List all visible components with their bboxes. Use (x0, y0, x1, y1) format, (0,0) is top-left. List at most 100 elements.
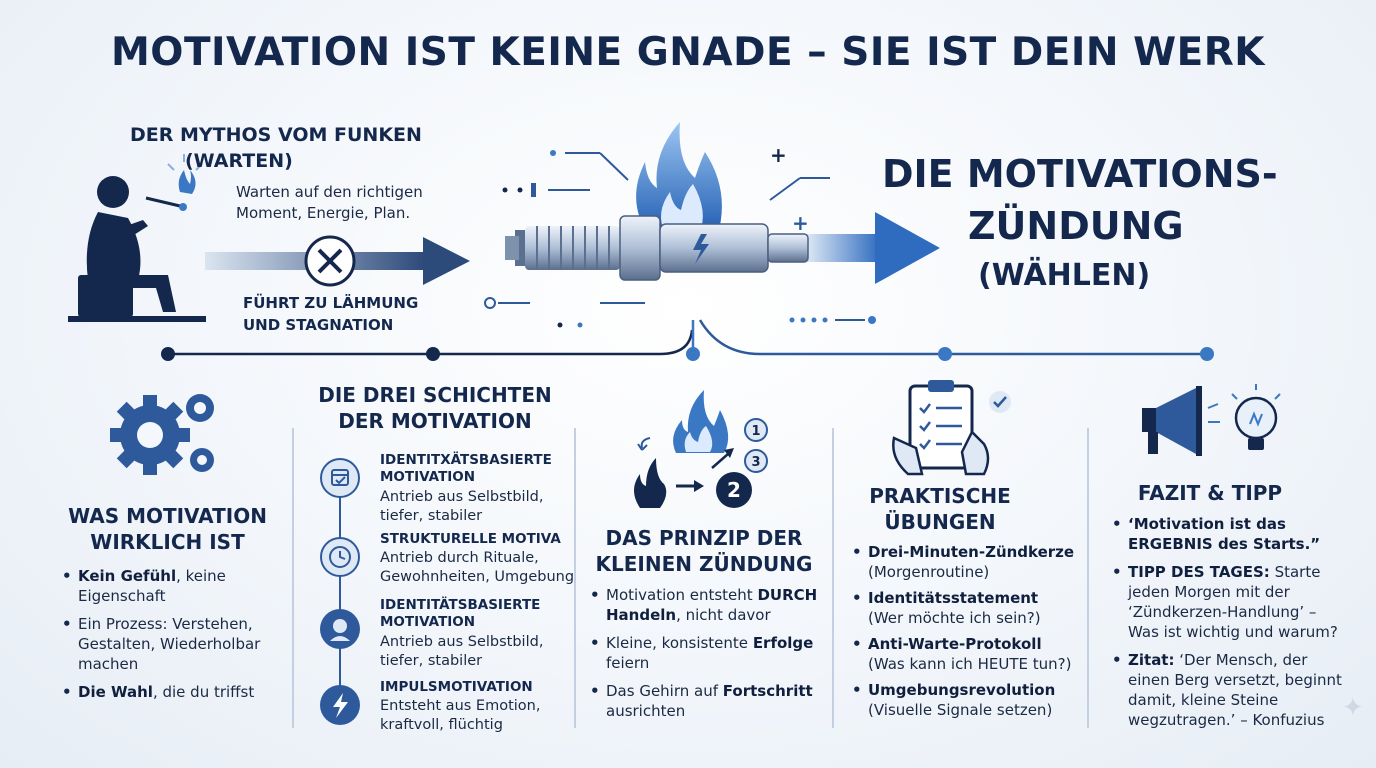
list-item-text: Kleine, konsistente (606, 634, 753, 652)
list-item: Drei-Minuten-Zündkerze (Morgenroutine) (852, 542, 1084, 582)
exercises-list: Drei-Minuten-Zündkerze (Morgenroutine) Id… (852, 542, 1084, 726)
exercises-title-line2: ÜBUNGEN (884, 510, 996, 534)
list-item: TIPP DES TAGES: Starte jeden Morgen mit … (1112, 562, 1344, 642)
quote-line1: ‘Motivation ist das (1128, 515, 1286, 533)
list-item: Kleine, konsistente Erfolge feiern (590, 633, 820, 673)
layers-title: DIE DREI SCHICHTEN DER MOTIVATION (300, 382, 570, 434)
list-item-text: Ein Prozess: Verstehen, Gestalten, Wiede… (78, 615, 261, 673)
principle-title-line1: DAS PRINZIP DER (605, 526, 803, 550)
ignition-title-line2: ZÜNDUNG (968, 204, 1184, 248)
sparkle-icon: ✦ (1342, 693, 1364, 723)
conclusion-title: FAZIT & TIPP (1137, 481, 1283, 505)
ignition-title-line1: DIE MOTIVATIONS- (882, 152, 1278, 196)
tip-text: Starte jeden Morgen mit der ‘Zündkerzen-… (1128, 563, 1338, 641)
principle-title-line2: KLEINEN ZÜNDUNG (595, 552, 813, 576)
list-item-text: (Visuelle Signale setzen) (868, 701, 1053, 719)
page-title: MOTIVATION IST KEINE GNADE – SIE IST DEI… (110, 30, 1266, 75)
megaphone-lightbulb-icon (1142, 384, 1281, 456)
list-item: Ein Prozess: Verstehen, Gestalten, Wiede… (62, 614, 277, 674)
list-item: Kein Gefühl, keine Eigenschaft (62, 566, 277, 606)
layer-item: IDENTITÄTSBASIERTE MOTIVATION Antrieb au… (320, 597, 580, 672)
layer-text: Entsteht aus Emotion, kraftvoll, flüchti… (380, 698, 541, 733)
ignition-subtitle: (WÄHLEN) (978, 258, 1151, 293)
spark-plug-icon (505, 122, 940, 284)
timeline-dot (426, 347, 440, 361)
list-item-text: , die du triffst (152, 683, 255, 701)
column-divider (1087, 428, 1089, 728)
list-item: Anti-Warte-Protokoll(Was kann ich HEUTE … (852, 634, 1084, 674)
tip-label: TIPP DES TAGES: (1128, 563, 1270, 581)
layer-text: Antrieb durch Rituale, Gewohnheiten, Umg… (380, 550, 575, 585)
step-number: 2 (727, 478, 741, 502)
layers-title-line1: DIE DREI SCHICHTEN (318, 383, 552, 407)
myth-title-line2: (WARTEN) (185, 150, 293, 172)
what-list: Kein Gefühl, keine Eigenschaft Ein Proze… (62, 566, 277, 710)
timeline-dot (161, 347, 175, 361)
list-item-text: Das Gehirn auf (606, 682, 723, 700)
layer-text: Antrieb aus Selbstbild, tiefer, stabiler (380, 489, 544, 524)
exercises-title: PRAKTISCHE ÜBUNGEN (845, 483, 1035, 535)
megaphone-icon (1142, 386, 1220, 456)
waiting-person-icon (68, 154, 206, 322)
list-item-text: feiern (606, 654, 650, 672)
list-item: Zitat: ‘Der Mensch, der einen Berg verse… (1112, 650, 1344, 730)
stagnation-text: FÜHRT ZU LÄHMUNG UND STAGNATION (243, 292, 418, 336)
column-divider (832, 428, 834, 728)
myth-text: Warten auf den richtigen Moment, Energie… (236, 182, 423, 224)
list-item: Motivation entsteht DURCH Handeln, nicht… (590, 585, 820, 625)
list-item-bold: Anti-Warte-Protokoll (868, 635, 1042, 653)
myth-title: DER MYTHOS VOM FUNKEN (WARTEN) (130, 122, 422, 174)
list-item-text: ausrichten (606, 702, 686, 720)
list-item-bold: Die Wahl (78, 683, 153, 701)
x-icon (316, 248, 317, 249)
calendar-check-icon (320, 458, 360, 498)
list-item-bold: Fortschritt (722, 682, 813, 700)
quote-line2: ERGEBNIS des Starts.” (1128, 535, 1321, 553)
layer-item: IDENTITXÄTSBASIERTE MOTIVATION Antrieb a… (320, 452, 580, 524)
list-item: Umgebungsrevolution (Visuelle Signale set… (852, 680, 1084, 720)
timeline-dot (1200, 347, 1214, 361)
person-head-icon (320, 609, 360, 649)
list-item-text: , keine Eigenschaft (78, 567, 226, 605)
stagnation-line1: FÜHRT ZU LÄHMUNG (243, 294, 419, 312)
layer-text: Antrieb aus Selbstbild, tiefer, stabiler (380, 634, 544, 669)
cite-label: Zitat: (1128, 651, 1175, 669)
timeline-dot (938, 347, 952, 361)
step-marker (716, 472, 752, 508)
layer-heading: STRUKTURELLE MOTIVA (380, 531, 561, 547)
list-item-bold: Drei-Minuten-Zündkerze (868, 543, 1075, 561)
layer-heading: IMPULSMOTIVATION (380, 679, 533, 695)
list-item-text: , nicht davor (676, 606, 771, 624)
list-item-text: (Morgenroutine) (868, 563, 990, 581)
clipboard-checklist-icon (892, 380, 1011, 476)
layers-title-line2: DER MOTIVATION (338, 409, 532, 433)
flame-steps-icon: 1 3 2 (634, 390, 768, 508)
layer-item: IMPULSMOTIVATION Entsteht aus Emotion, k… (320, 679, 580, 739)
column-divider (574, 428, 576, 728)
what-title: WAS MOTIVATION WIRKLICH IST (60, 503, 275, 555)
list-item-bold: Kein Gefühl (78, 567, 177, 585)
step-number: 1 (751, 424, 760, 439)
step-number: 3 (751, 455, 760, 470)
step-marker (744, 449, 768, 473)
column-divider (292, 428, 294, 728)
what-title-line2: WIRKLICH IST (90, 530, 245, 554)
exercises-title-line1: PRAKTISCHE (869, 484, 1011, 508)
layer-heading: IDENTITXÄTSBASIERTE MOTIVATION (380, 452, 552, 485)
cite-text: ‘Der Mensch, der einen Berg versetzt, be… (1128, 651, 1342, 729)
myth-text-line2: Moment, Energie, Plan. (236, 204, 411, 222)
list-item-bold: Erfolge (752, 634, 814, 652)
layers-connector (339, 480, 341, 710)
list-item: Das Gehirn auf Fortschritt ausrichten (590, 681, 820, 721)
layer-item: STRUKTURELLE MOTIVA Antrieb durch Ritual… (320, 531, 580, 601)
list-item-bold: Identitätsstatement (868, 589, 1039, 607)
svg-text:+: + (792, 211, 809, 235)
list-item: Identitätsstatement (Wer möchte ich sein?… (852, 588, 1084, 628)
list-item-text: (Wer möchte ich sein?) (868, 609, 1041, 627)
ignition-title: DIE MOTIVATIONS- ZÜNDUNG (882, 148, 1278, 252)
list-item-bold: Umgebungsrevolution (868, 681, 1056, 699)
principle-title: DAS PRINZIP DER KLEINEN ZÜNDUNG (584, 525, 824, 577)
